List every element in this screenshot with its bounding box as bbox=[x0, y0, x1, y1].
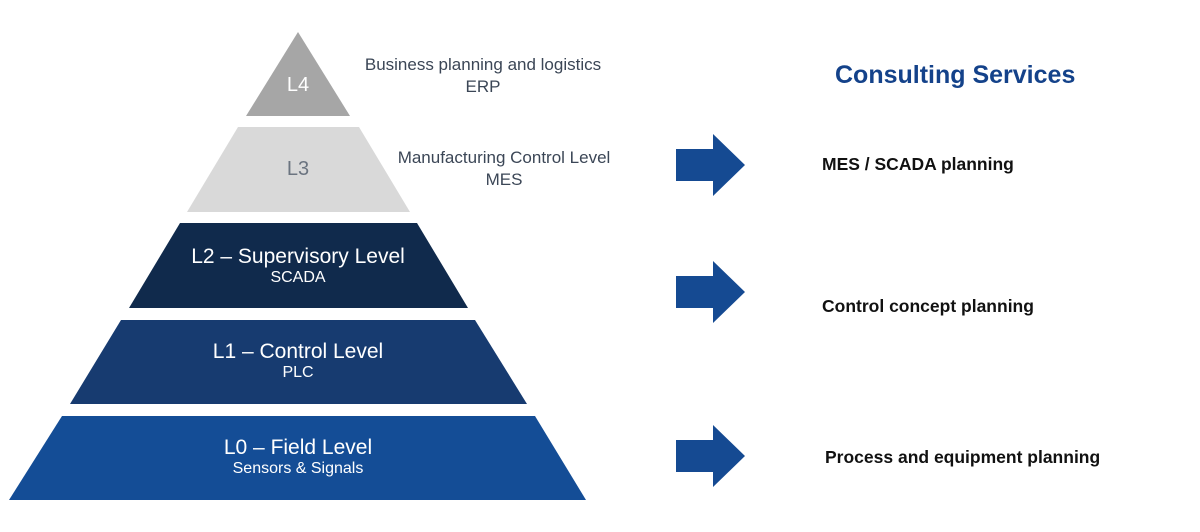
tier-l1-sublabel: PLC bbox=[282, 364, 314, 382]
tier-l0-label: L0 – Field Level bbox=[223, 436, 373, 459]
tier-l0-shape bbox=[9, 416, 586, 500]
tier-l2-label: L2 – Supervisory Level bbox=[191, 245, 405, 268]
tier-l0-text: L0 – Field Level Sensors & Signals bbox=[148, 436, 448, 479]
tier-l1-label: L1 – Control Level bbox=[212, 340, 384, 363]
arrow-right-icon bbox=[676, 134, 745, 196]
tier-l4-description-line1: Business planning and logistics bbox=[364, 55, 602, 74]
tier-l4-text: L4 bbox=[248, 74, 348, 97]
tier-l3-description-line2: MES bbox=[485, 170, 523, 190]
service-mes-scada: MES / SCADA planning bbox=[822, 154, 1014, 174]
tier-l3-description: Manufacturing Control Level MES bbox=[373, 147, 635, 191]
tier-l3-text: L2 – Supervisory Level L3 bbox=[248, 158, 348, 181]
tier-l2-shape bbox=[129, 223, 468, 308]
tier-l4-shape bbox=[246, 32, 350, 116]
arrow-right-icon bbox=[676, 425, 745, 487]
service-control-concept: Control concept planning bbox=[822, 296, 1034, 316]
tier-l2-text: L2 – Supervisory Level SCADA bbox=[148, 245, 448, 288]
arrow-right-icon bbox=[676, 261, 745, 323]
tier-l4-description: Business planning and logistics ERP bbox=[343, 54, 623, 98]
tier-l1-shape bbox=[70, 320, 527, 404]
tier-l4-description-line2: ERP bbox=[465, 77, 501, 97]
tier-l3-description-line1: Manufacturing Control Level bbox=[397, 148, 611, 167]
tier-l3-shape bbox=[187, 127, 410, 212]
tier-l4-label: L4 bbox=[286, 74, 310, 96]
tier-l1-text: L1 – Control Level PLC bbox=[148, 340, 448, 383]
tier-l0-sublabel: Sensors & Signals bbox=[232, 460, 364, 478]
tier-l2-sublabel: SCADA bbox=[270, 269, 326, 287]
tier-l3-label-text: L3 bbox=[286, 158, 310, 180]
service-process-equipment: Process and equipment planning bbox=[825, 447, 1101, 467]
consulting-title: Consulting Services bbox=[835, 61, 1076, 89]
